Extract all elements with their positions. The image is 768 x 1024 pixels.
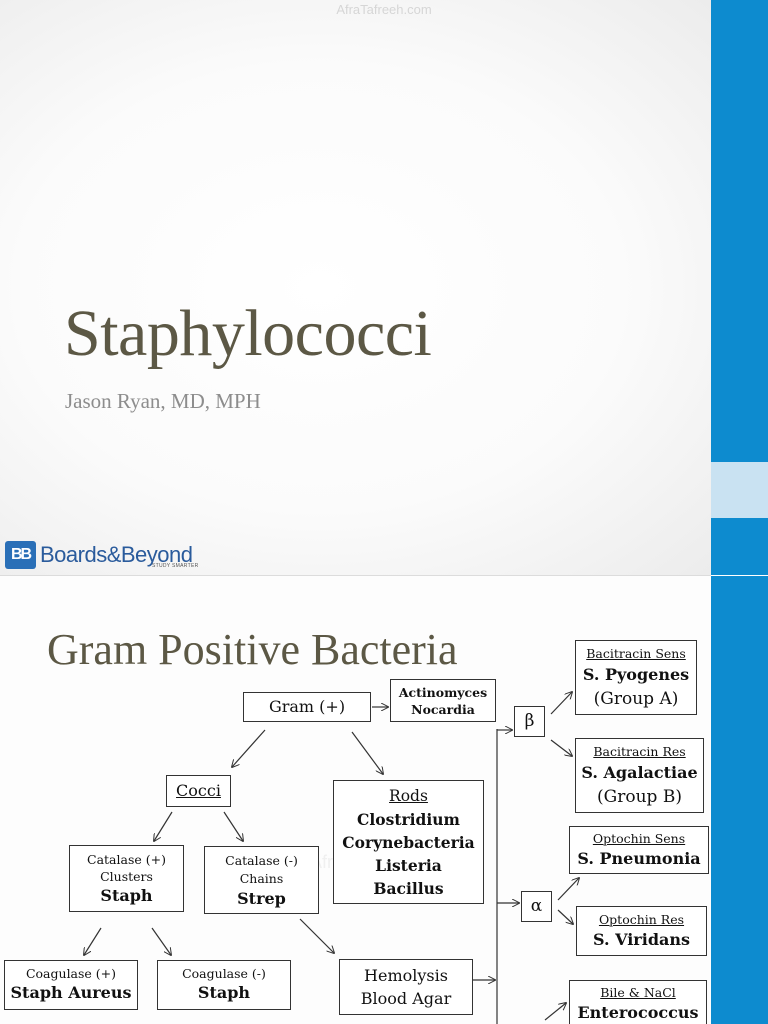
corynebacteria-label: Corynebacteria [342, 833, 475, 852]
alpha-label: α [530, 896, 543, 916]
catalase-positive-label: Catalase (+) [87, 852, 166, 867]
slide-author: Jason Ryan, MD, MPH [65, 389, 261, 413]
slide-title: Staphylococci [64, 297, 432, 370]
blood-agar-label: Blood Agar [360, 989, 452, 1008]
staph-label: Staph [100, 886, 153, 905]
boards-beyond-logo: BB Boards&Beyond [5, 540, 193, 570]
logo-text: Boards&Beyond [40, 542, 193, 567]
logo-tagline: STUDY SMARTER [152, 563, 199, 569]
strep-box: Catalase (-) Chains Strep [204, 846, 319, 914]
optochin-res-label: Optochin Res [598, 912, 685, 927]
group-a-label: (Group A) [593, 689, 679, 709]
watermark: AfraTafreeh.com [336, 2, 432, 17]
bacitracin-res-label: Bacitracin Res [593, 744, 686, 759]
rods-heading: Rods [389, 787, 428, 805]
beta-box: β [514, 706, 545, 737]
optochin-sens-label: Optochin Sens [592, 831, 686, 846]
catalase-negative-label: Catalase (-) [225, 853, 298, 868]
pyogenes-label: S. Pyogenes [582, 665, 690, 684]
slide-sidebar-lower [711, 518, 768, 575]
bacillus-label: Bacillus [373, 879, 444, 898]
cocci-label: Cocci [176, 781, 221, 800]
logo-icon: BB [5, 541, 36, 569]
slide-divider [0, 575, 711, 576]
pneumonia-box: Optochin Sens S. Pneumonia [569, 826, 709, 874]
actinomyces-box: Actinomyces Nocardia [390, 679, 496, 722]
slide-sidebar-highlight [711, 462, 768, 518]
clostridium-label: Clostridium [357, 810, 460, 829]
hemolysis-box: Hemolysis Blood Agar [339, 959, 473, 1015]
beta-label: β [524, 711, 535, 731]
alpha-box: α [521, 891, 552, 922]
coagulase-negative-box: Coagulase (-) Staph [157, 960, 291, 1010]
staph-aureus-label: Staph Aureus [10, 983, 132, 1002]
hemolysis-label: Hemolysis [364, 966, 448, 985]
gram-positive-box: Gram (+) [243, 692, 371, 722]
cocci-box: Cocci [166, 775, 231, 807]
nocardia-label: Nocardia [411, 702, 475, 717]
title-slide [0, 0, 711, 575]
bile-nacl-label: Bile & NaCl [600, 985, 676, 1000]
rods-box: Rods Clostridium Corynebacteria Listeria… [333, 780, 484, 904]
agalactiae-label: S. Agalactiae [581, 763, 698, 782]
staph-box: Catalase (+) Clusters Staph [69, 845, 184, 912]
pyogenes-box: Bacitracin Sens S. Pyogenes (Group A) [575, 640, 697, 715]
coagulase-positive-box: Coagulase (+) Staph Aureus [4, 960, 138, 1010]
staph-negative-label: Staph [197, 983, 251, 1002]
enterococcus-box: Bile & NaCl Enterococcus [569, 980, 707, 1024]
slide-sidebar [711, 576, 768, 1024]
agalactiae-box: Bacitracin Res S. Agalactiae (Group B) [575, 738, 704, 813]
enterococcus-label: Enterococcus [577, 1003, 699, 1022]
pneumonia-label: S. Pneumonia [577, 849, 701, 868]
bacitracin-sens-label: Bacitracin Sens [586, 646, 686, 661]
actinomyces-label: Actinomyces [398, 685, 488, 700]
strep-label: Strep [237, 889, 286, 908]
chains-label: Chains [239, 871, 284, 886]
gram-positive-label: Gram (+) [268, 697, 346, 716]
listeria-label: Listeria [375, 856, 442, 875]
slide-sidebar [711, 0, 768, 462]
coagulase-positive-label: Coagulase (+) [25, 966, 117, 981]
group-b-label: (Group B) [597, 787, 682, 807]
viridans-box: Optochin Res S. Viridans [576, 906, 707, 956]
clusters-label: Clusters [100, 869, 153, 884]
slide-title: Gram Positive Bacteria [47, 625, 458, 674]
viridans-label: S. Viridans [592, 930, 691, 949]
coagulase-negative-label: Coagulase (-) [182, 966, 266, 981]
